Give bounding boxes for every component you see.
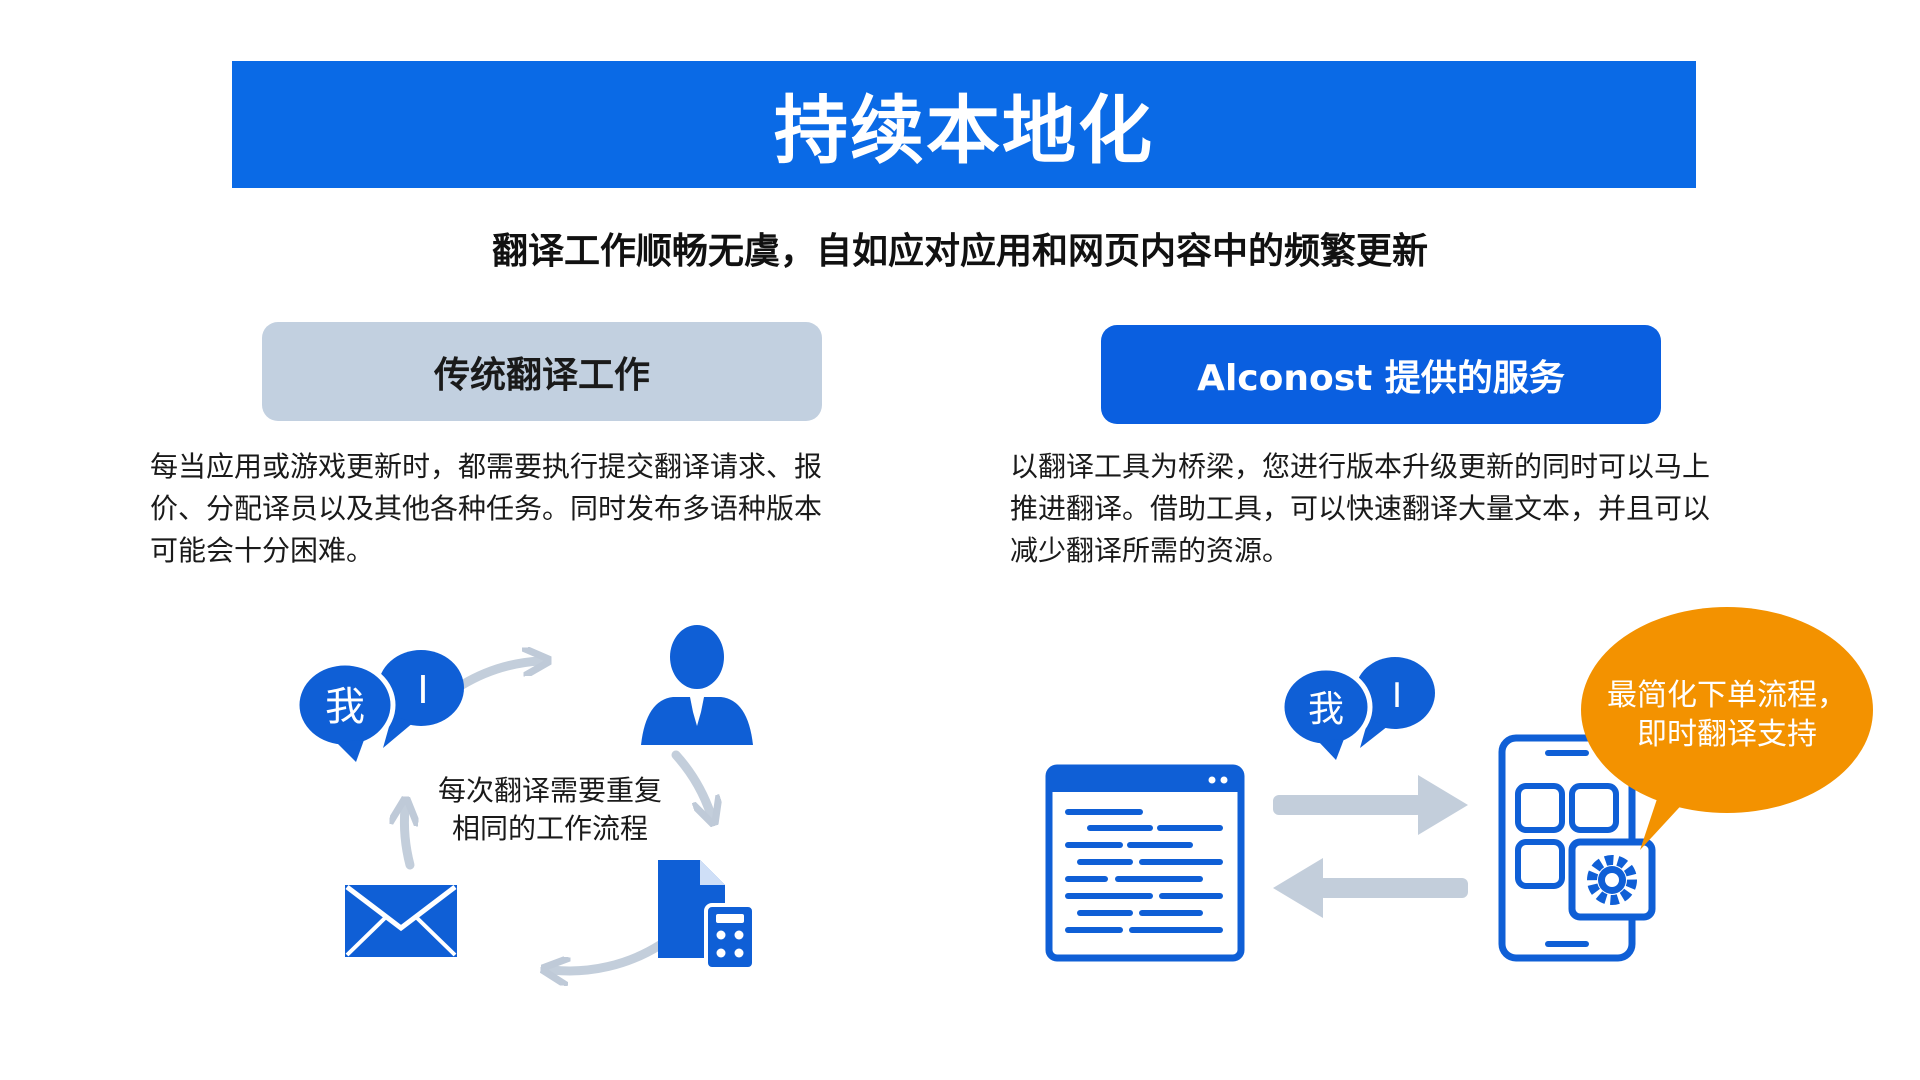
code-window-icon	[1045, 764, 1245, 962]
description-line: 每当应用或游戏更新时，都需要执行提交翻译请求、报	[150, 450, 823, 483]
bubble-glyph-i: I	[417, 668, 428, 712]
cycle-arrow-top	[457, 661, 540, 690]
document-calculator-icon	[658, 860, 756, 971]
mobile-app-icon	[1498, 734, 1656, 962]
arrow-right-icon	[1273, 775, 1468, 835]
cycle-arrow-bottom	[552, 940, 665, 971]
speech-bubbles-icon: 我 I	[1279, 657, 1435, 760]
cycle-arrow-left	[404, 808, 410, 870]
traditional-heading: 传统翻译工作	[433, 354, 650, 396]
page-subtitle: 翻译工作顺畅无虞，自如应对应用和网页内容中的频繁更新	[491, 231, 1428, 272]
alconost-description: 以翻译工具为桥梁，您进行版本升级更新的同时可以马上 推进翻译。借助工具，可以快速…	[1010, 446, 1770, 572]
speech-bubbles-icon: 我 I	[294, 650, 464, 762]
traditional-description: 每当应用或游戏更新时，都需要执行提交翻译请求、报 价、分配译员以及其他各种任务。…	[150, 446, 870, 572]
cycle-caption: 每次翻译需要重复 相同的工作流程	[400, 772, 700, 848]
gear-icon	[1587, 855, 1637, 905]
cycle-caption-line: 相同的工作流程	[451, 812, 648, 845]
bubble-glyph-wo: 我	[1308, 689, 1344, 730]
callout-text: 最简化下单流程， 即时翻译支持	[1582, 676, 1872, 754]
alconost-heading-pill: Alconost 提供的服务	[1101, 325, 1661, 424]
callout-bubble	[1581, 607, 1873, 850]
title-banner: 持续本地化	[232, 61, 1696, 188]
cycle-arrows	[404, 661, 711, 971]
arrow-left-icon	[1273, 858, 1468, 918]
envelope-icon	[345, 885, 457, 957]
traditional-heading-pill: 传统翻译工作	[262, 322, 822, 421]
description-line: 减少翻译所需的资源。	[1010, 534, 1291, 567]
bubble-glyph-wo: 我	[325, 684, 365, 730]
description-line: 可能会十分困难。	[150, 534, 375, 567]
alconost-heading: Alconost 提供的服务	[1197, 357, 1565, 399]
page-title: 持续本地化	[774, 88, 1154, 174]
description-line: 以翻译工具为桥梁，您进行版本升级更新的同时可以马上	[1010, 450, 1711, 483]
description-line: 推进翻译。借助工具，可以快速翻译大量文本，并且可以	[1010, 492, 1711, 525]
cycle-arrow-right	[671, 750, 711, 815]
callout-line: 即时翻译支持	[1637, 717, 1817, 752]
cycle-caption-line: 每次翻译需要重复	[437, 774, 662, 807]
person-icon	[641, 625, 753, 745]
description-line: 价、分配译员以及其他各种任务。同时发布多语种版本	[150, 492, 823, 525]
bubble-glyph-i: I	[1392, 676, 1402, 716]
callout-line: 最简化下单流程，	[1607, 678, 1847, 713]
